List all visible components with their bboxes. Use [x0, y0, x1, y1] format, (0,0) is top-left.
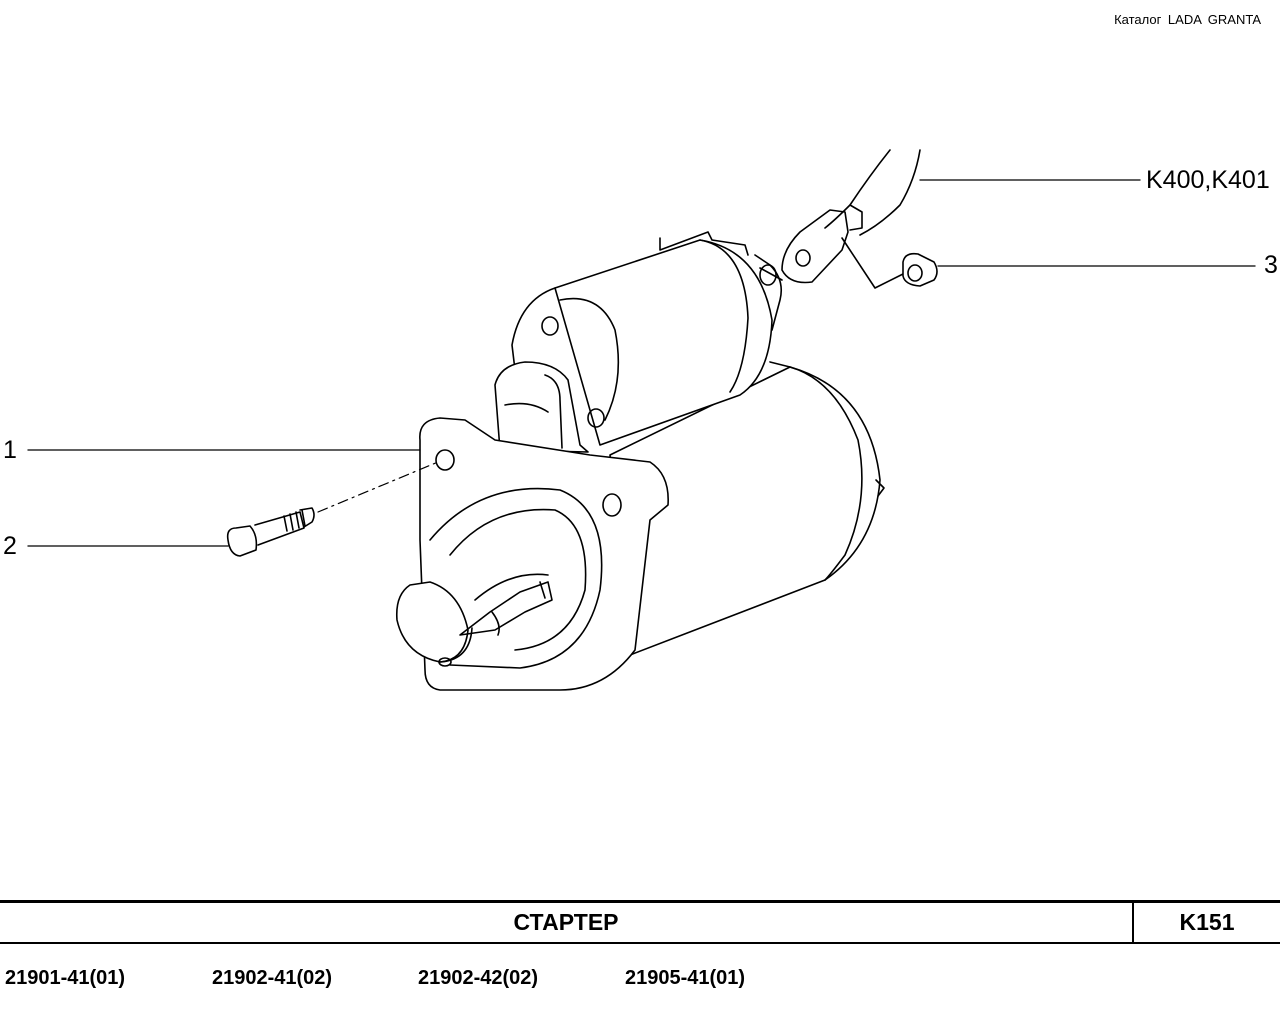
drive-housing	[395, 417, 669, 691]
catalog-header: Каталог LADA GRANTA	[1114, 12, 1261, 27]
page-title: СТАРТЕР	[0, 903, 1134, 942]
leader-lines	[27, 179, 1256, 547]
model-item: 21902-41(02)	[212, 967, 333, 989]
assembly-dash-line	[317, 461, 439, 513]
model-item: 21905-41(01)	[625, 967, 746, 989]
starter-exploded-drawing	[27, 149, 1256, 691]
callout-ref-k400-k401: K400,K401	[1146, 166, 1270, 194]
page-code: K151	[1179, 909, 1235, 935]
bolt	[226, 507, 315, 557]
motor-body	[609, 361, 885, 656]
model-list: 21901-41(01) 21902-41(02) 21902-42(02) 2…	[0, 967, 1280, 997]
callout-3: 3	[1264, 251, 1278, 279]
model-item: 21901-41(01)	[5, 967, 126, 989]
nut	[902, 252, 938, 287]
terminal-boss	[494, 361, 589, 453]
starter-cable	[781, 149, 921, 289]
model-item: 21902-42(02)	[418, 967, 539, 989]
callout-2: 2	[3, 532, 17, 560]
title-block: СТАРТЕР K151	[0, 900, 1280, 944]
solenoid	[511, 231, 783, 446]
callout-1: 1	[3, 436, 17, 464]
